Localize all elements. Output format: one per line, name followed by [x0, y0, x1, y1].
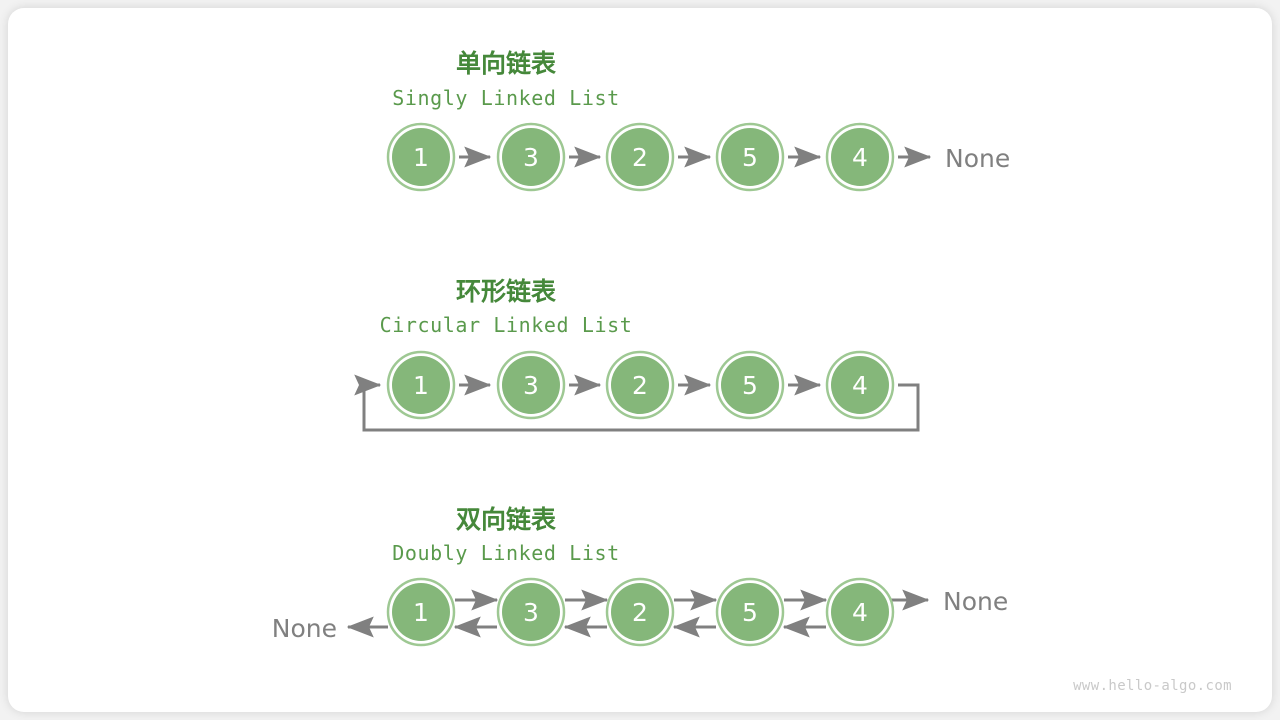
doubly-node-value: 1: [413, 598, 429, 627]
singly-node-value: 4: [852, 143, 868, 172]
singly-node-value: 2: [632, 143, 648, 172]
singly-title-en: Singly Linked List: [392, 86, 620, 110]
doubly-node-0: 1: [386, 577, 456, 647]
doubly-tail-none-label: None: [943, 587, 1008, 616]
doubly-head-none-label: None: [272, 614, 337, 643]
doubly-node-value: 5: [742, 598, 758, 627]
circular-title-en: Circular Linked List: [380, 313, 633, 337]
doubly-node-3: 5: [715, 577, 785, 647]
circular-title-cn: 环形链表: [456, 277, 557, 306]
circular-node-value: 2: [632, 371, 648, 400]
doubly-node-1: 3: [496, 577, 566, 647]
circular-node-1: 3: [496, 350, 566, 420]
circular-node-4: 4: [825, 350, 895, 420]
circular-node-value: 4: [852, 371, 868, 400]
doubly-title-cn: 双向链表: [456, 505, 557, 534]
circular-node-3: 5: [715, 350, 785, 420]
singly-title-cn: 单向链表: [456, 49, 557, 78]
doubly-node-4: 4: [825, 577, 895, 647]
doubly-node-value: 2: [632, 598, 648, 627]
section-doubly: 双向链表 Doubly Linked List 1 3: [272, 505, 1008, 647]
doubly-node-value: 4: [852, 598, 868, 627]
singly-node-3: 5: [715, 122, 785, 192]
singly-node-2: 2: [605, 122, 675, 192]
circular-node-0: 1: [386, 350, 456, 420]
doubly-node-value: 3: [523, 598, 539, 627]
circular-loop-back-arrow: [354, 374, 920, 432]
singly-tail-none-label: None: [945, 144, 1010, 173]
singly-node-1: 3: [496, 122, 566, 192]
singly-node-4: 4: [825, 122, 895, 192]
singly-node-value: 3: [523, 143, 539, 172]
circular-node-value: 5: [742, 371, 758, 400]
singly-node-value: 1: [413, 143, 429, 172]
section-circular: 环形链表 Circular Linked List 1 3 2: [354, 277, 920, 432]
singly-node-0: 1: [386, 122, 456, 192]
circular-node-value: 1: [413, 371, 429, 400]
circular-node-2: 2: [605, 350, 675, 420]
doubly-node-2: 2: [605, 577, 675, 647]
circular-node-value: 3: [523, 371, 539, 400]
section-singly: 单向链表 Singly Linked List 1 3 2: [386, 49, 1010, 192]
doubly-title-en: Doubly Linked List: [392, 541, 620, 565]
watermark-label: www.hello-algo.com: [1073, 678, 1232, 694]
singly-node-value: 5: [742, 143, 758, 172]
